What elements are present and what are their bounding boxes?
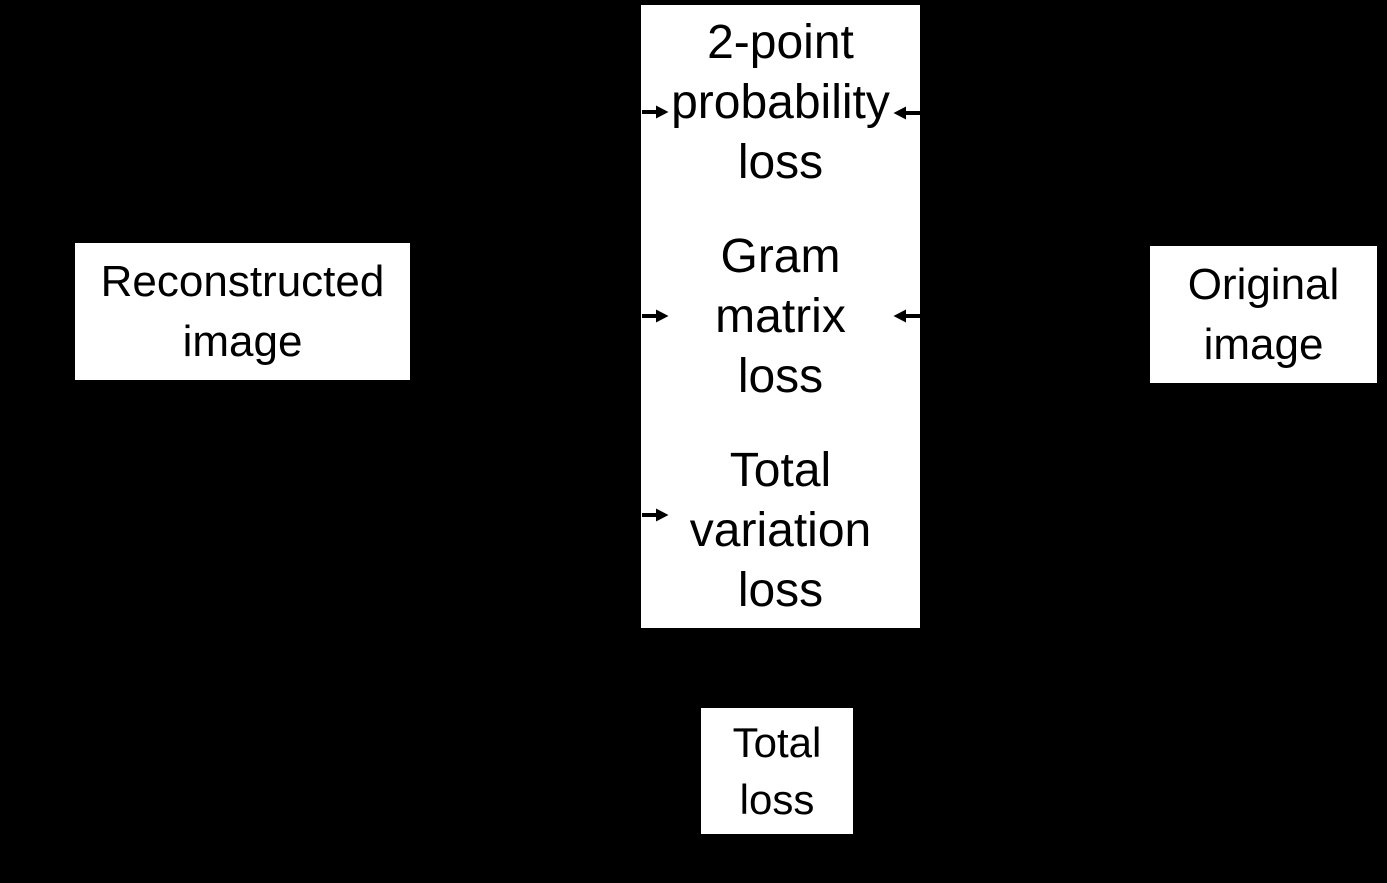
loss-label-line: loss: [737, 135, 824, 189]
arrow-left-icon: [893, 105, 920, 121]
loss-label-line: matrix: [715, 289, 846, 343]
loss-label-line: Total: [729, 443, 832, 497]
original-image-box: Original image: [1150, 246, 1377, 383]
loss-label-line: 2-point: [707, 15, 854, 69]
loss-label-line: loss: [737, 349, 824, 403]
total-loss-label-line2: loss: [739, 776, 815, 823]
loss-functions-box: 2-point probability loss Gram matrix los…: [641, 5, 920, 628]
total-loss-label-line1: Total: [732, 719, 822, 766]
original-image-label-line1: Original: [1187, 259, 1340, 309]
loss-label-line: Gram: [720, 229, 841, 283]
loss-label-line: variation: [689, 503, 872, 557]
total-loss-box: Total loss: [701, 708, 853, 834]
original-image-label-line2: image: [1203, 319, 1324, 369]
loss-label-line: probability: [671, 75, 890, 129]
arrow-left-icon: [893, 308, 920, 324]
arrow-right-icon: [642, 507, 669, 523]
reconstructed-image-label-line2: image: [182, 316, 303, 366]
arrow-right-icon: [642, 104, 669, 120]
reconstructed-image-label-line1: Reconstructed: [100, 256, 385, 306]
loss-item-total-variation: Total variation loss: [690, 441, 871, 621]
loss-item-two-point-probability: 2-point probability loss: [671, 13, 890, 193]
reconstructed-image-box: Reconstructed image: [75, 243, 410, 380]
loss-item-gram-matrix: Gram matrix loss: [715, 227, 846, 407]
arrow-right-icon: [642, 308, 669, 324]
loss-label-line: loss: [737, 563, 824, 617]
